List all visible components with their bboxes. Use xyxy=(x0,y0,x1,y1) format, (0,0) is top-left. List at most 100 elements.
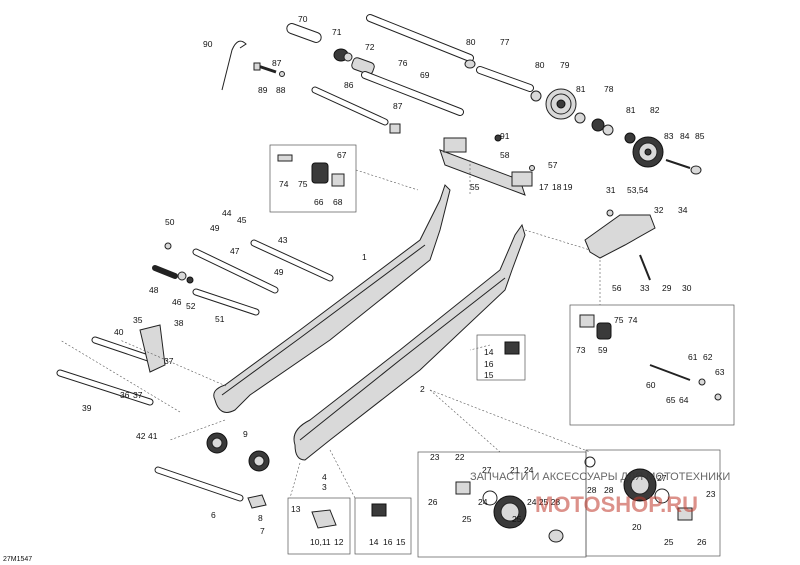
callout-c75b: 75 xyxy=(614,315,624,325)
detail-box-slider-a xyxy=(476,334,526,381)
bushing-72 xyxy=(351,57,375,75)
callout-c87a: 87 xyxy=(272,58,282,68)
callout-c28a: 28 xyxy=(587,485,597,495)
callout-c28b: 28 xyxy=(604,485,614,495)
callout-c37a: 37 xyxy=(164,356,174,366)
washer-62 xyxy=(698,378,706,386)
callout-c1011: 10,11 xyxy=(310,537,331,547)
callout-c26a: 26 xyxy=(428,497,438,507)
nut-88 xyxy=(279,71,285,77)
callout-c74a: 74 xyxy=(279,179,289,189)
part-74 xyxy=(277,154,293,162)
callout-c89: 89 xyxy=(258,85,268,95)
callout-c63: 63 xyxy=(715,367,725,377)
callout-c70: 70 xyxy=(298,14,308,24)
bolt-83-84 xyxy=(665,159,702,175)
callout-c36: 36 xyxy=(120,390,130,400)
wheel-20 xyxy=(623,468,657,502)
grease-91 xyxy=(494,134,502,142)
shaft-76 xyxy=(366,14,474,62)
callout-c23b: 23 xyxy=(706,489,716,499)
slide-rail-2 xyxy=(293,223,526,461)
callout-c3: 3 xyxy=(322,482,327,492)
nut-52 xyxy=(186,276,194,284)
shaft-86 xyxy=(311,86,389,126)
callout-c73: 73 xyxy=(576,345,586,355)
callout-c37b: 37 xyxy=(133,390,143,400)
callout-c79: 79 xyxy=(560,60,570,70)
callout-c44: 44 xyxy=(222,208,232,218)
callout-c68: 68 xyxy=(333,197,343,207)
callout-c25a: 25 xyxy=(462,514,472,524)
spring-90 xyxy=(221,40,247,91)
callout-c32: 32 xyxy=(654,205,664,215)
callout-c14a: 14 xyxy=(484,347,494,357)
callout-c57: 57 xyxy=(548,160,558,170)
callout-c80a: 80 xyxy=(466,37,476,47)
roller-66 xyxy=(311,162,329,184)
callout-c15b: 15 xyxy=(396,537,406,547)
ring-28b xyxy=(584,456,596,468)
bushing-87 xyxy=(389,123,401,134)
callout-c31: 31 xyxy=(606,185,616,195)
callout-c2425: 24 25 28 xyxy=(527,497,560,507)
bushing-68 xyxy=(331,173,345,187)
callout-c81b: 81 xyxy=(626,105,636,115)
nut-63 xyxy=(714,393,722,401)
callout-c88: 88 xyxy=(276,85,286,95)
callout-c27a: 27 xyxy=(482,465,492,475)
shaft-69 xyxy=(361,71,464,116)
callout-c48: 48 xyxy=(149,285,159,295)
callout-c2: 2 xyxy=(420,384,425,394)
callout-c33: 33 xyxy=(640,283,650,293)
callout-c6: 6 xyxy=(211,510,216,520)
callout-c43: 43 xyxy=(278,235,288,245)
bolt-89 xyxy=(253,62,277,74)
diagram-code: 27M1547 xyxy=(3,556,32,563)
callout-c21: 21 xyxy=(510,465,520,475)
callout-c42: 42 xyxy=(136,431,146,441)
callout-c84: 84 xyxy=(680,131,690,141)
callout-c20: 20 xyxy=(632,522,642,532)
callout-c58: 58 xyxy=(500,150,510,160)
callout-c77: 77 xyxy=(500,37,510,47)
callout-c38: 38 xyxy=(174,318,184,328)
callout-c16a: 16 xyxy=(484,359,494,369)
washer-81 xyxy=(574,112,586,124)
callout-c39: 39 xyxy=(82,403,92,413)
detail-box-rollers xyxy=(269,144,357,213)
detail-box-13 xyxy=(287,497,351,555)
callout-c49b: 49 xyxy=(274,267,284,277)
callout-c45: 45 xyxy=(237,215,247,225)
callout-c62: 62 xyxy=(703,352,713,362)
callout-c66: 66 xyxy=(314,197,324,207)
callout-c18: 18 xyxy=(552,182,562,192)
detail-box-slider-b xyxy=(354,497,412,555)
cross-shaft-55 xyxy=(439,137,533,196)
bracket-10-11 xyxy=(311,509,337,529)
callout-c50: 50 xyxy=(165,217,175,227)
idler-wheel-9 xyxy=(206,432,270,472)
callout-c86: 86 xyxy=(344,80,354,90)
callout-c67: 67 xyxy=(337,150,347,160)
wheel-82 xyxy=(632,136,664,168)
callout-c81a: 81 xyxy=(576,84,586,94)
callout-c65: 65 xyxy=(666,395,676,405)
callout-c17: 17 xyxy=(539,182,549,192)
washer-46 xyxy=(177,271,187,281)
callout-c16b: 16 xyxy=(383,537,393,547)
callout-c61: 61 xyxy=(688,352,698,362)
washer-80 xyxy=(464,59,476,69)
bushing-22 xyxy=(455,481,471,495)
callout-c60: 60 xyxy=(646,380,656,390)
callout-c24b: 24 xyxy=(478,497,488,507)
callout-c23a: 23 xyxy=(430,452,440,462)
callout-c15a: 15 xyxy=(484,370,494,380)
callout-c69: 69 xyxy=(420,70,430,80)
callout-c30: 30 xyxy=(682,283,692,293)
callout-c26b: 26 xyxy=(697,537,707,547)
shaft-60 xyxy=(649,364,691,381)
callout-c90: 90 xyxy=(203,39,213,49)
ring-27a xyxy=(482,490,498,506)
